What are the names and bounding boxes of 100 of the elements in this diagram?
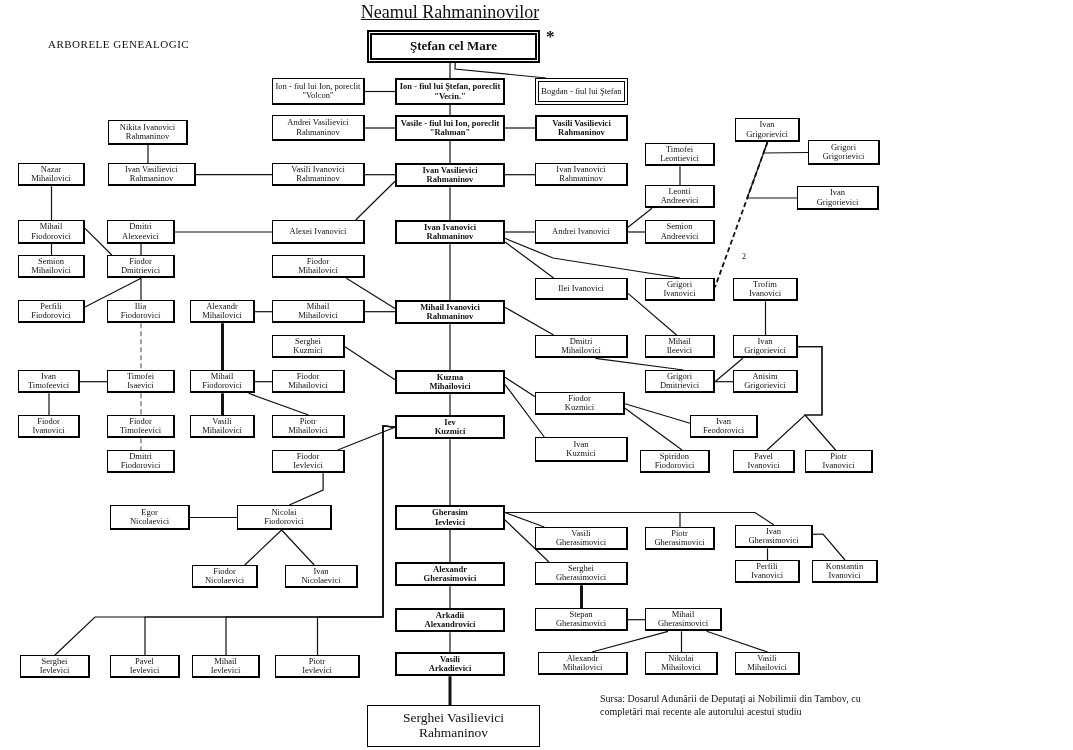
person-box (18, 300, 85, 324)
diagram-subtitle: ARBORELE GENEALOGIC (48, 38, 190, 50)
connector-line (189, 516, 238, 519)
person-name: Kuzma Mihailovici (429, 373, 471, 392)
person-box (367, 705, 540, 747)
connector-line (316, 425, 396, 656)
connector-line (221, 393, 224, 415)
connector-line (449, 393, 451, 416)
connector-line (364, 127, 396, 129)
person-name: Leonti Andreevici (660, 187, 699, 206)
person-name: Mihail Ievlevici (210, 657, 241, 676)
person-box (733, 278, 798, 302)
person-box (18, 255, 85, 279)
person-box (110, 655, 180, 679)
person-box (640, 450, 710, 474)
connector-line (281, 529, 315, 566)
person-box (108, 120, 188, 145)
person-name: Ivan Grigorievici (744, 337, 786, 356)
connector-line (221, 323, 224, 370)
person-box (192, 565, 258, 589)
person-name: Ivan Feodorovici (702, 417, 745, 436)
person-name: Mihail Gherasimovici (657, 610, 708, 629)
person-box (812, 560, 878, 584)
person-name: Stepan Gherasimovici (555, 610, 606, 629)
connector-line (504, 127, 536, 129)
connector-line (797, 345, 837, 451)
person-box (275, 655, 360, 679)
person-box (272, 335, 345, 359)
person-name: Ion - fiul lui Ştefan, poreclit "Vecin." (399, 82, 501, 101)
person-box (733, 450, 795, 474)
person-name: Mihail Ivanovici Rahmaninov (419, 303, 481, 322)
connector-line (50, 185, 53, 221)
person-name: Fiodor Ivanovici (32, 417, 65, 436)
person-name: Perfili Ivanovici (750, 562, 784, 581)
person-name: Konstantin Ivanovici (825, 562, 864, 581)
person-box (535, 608, 628, 632)
person-name: Serghei Ievlevici (39, 657, 70, 676)
person-box (20, 655, 90, 679)
person-box (690, 415, 758, 439)
connector-line (627, 292, 678, 336)
connector-line (244, 529, 283, 566)
person-box (645, 527, 715, 551)
connector-line (84, 227, 113, 256)
person-name: Ion - fiul lui Ion, poreclit "Volcon" (275, 81, 361, 101)
person-box (395, 300, 505, 325)
person-name: Fiodor Nicolaevici (204, 567, 245, 586)
person-name: Ivan Grigorievici (746, 120, 788, 139)
person-name: Anisim Grigorievici (744, 372, 786, 391)
connector-line (288, 472, 324, 506)
person-box (107, 415, 175, 439)
person-name: Vasili Ivanovici Rahmaninov (290, 165, 346, 184)
person-box (272, 415, 345, 439)
person-name: Ivan Vasilievici Rahmaninov (124, 165, 179, 184)
person-name: Ilia Fiodorovici (120, 302, 161, 321)
person-box (535, 527, 628, 551)
person-box (535, 220, 628, 244)
person-box (797, 186, 879, 210)
person-box (535, 115, 628, 141)
person-name: Piotr Ivanovici (822, 452, 855, 471)
person-name: Grigori Grigorievici (822, 142, 865, 162)
footnote-mark: 2 (742, 253, 746, 261)
connector-line (449, 438, 451, 506)
connector-line (714, 357, 744, 383)
person-name: Gherasim Ievlevici (432, 508, 468, 527)
person-name: Ivan Timofeevici (27, 372, 70, 391)
person-name: Timofei Leontievici (660, 145, 699, 164)
person-name: Ivan Nicolaevici (301, 567, 341, 586)
person-name: Alexandr Gherasimovici (423, 565, 477, 584)
person-name: Andrei Ivanovici (552, 226, 610, 237)
person-box (735, 118, 800, 142)
person-box (395, 562, 505, 587)
person-box (107, 255, 175, 279)
person-box (190, 300, 255, 324)
person-name: Ivan Vasilievici Rahmaninov (421, 166, 479, 185)
person-name: Piotr Ievlevici (302, 657, 332, 676)
connector-line (140, 392, 142, 416)
connector-line (706, 630, 769, 653)
connector-line (84, 277, 142, 308)
person-box (535, 562, 628, 586)
connector-line (140, 322, 142, 371)
person-name: Piotr Mihailovici (288, 417, 328, 436)
person-name: Vasili Vasilievici Rahmaninov (551, 118, 612, 138)
person-box (645, 185, 715, 209)
connector-line (345, 277, 396, 310)
connector-line (812, 533, 846, 561)
person-box (735, 525, 813, 549)
person-name: Mihail Fiodorovici (202, 372, 242, 391)
person-name: Alexandr Mihailovici (562, 654, 603, 673)
connector-line (504, 174, 536, 176)
person-name: Ivan Kuzmici (566, 439, 596, 459)
person-name: Serghei Gherasimovici (555, 564, 606, 583)
person-name: Grigori Ivanovici (663, 280, 696, 299)
connector-line (624, 403, 691, 424)
connector-line (504, 519, 550, 563)
source-note: Sursa: Dosarul Adunării de Deputaţi ai Nobilimii din Tambov, cu completări mai recente ale autorului acestui studiu (600, 692, 862, 718)
connector-line (504, 231, 536, 233)
person-box (645, 143, 715, 167)
person-box (272, 115, 365, 141)
person-box (535, 78, 628, 105)
person-name: Andrei Vasilievici Rahmaninov (286, 118, 350, 137)
